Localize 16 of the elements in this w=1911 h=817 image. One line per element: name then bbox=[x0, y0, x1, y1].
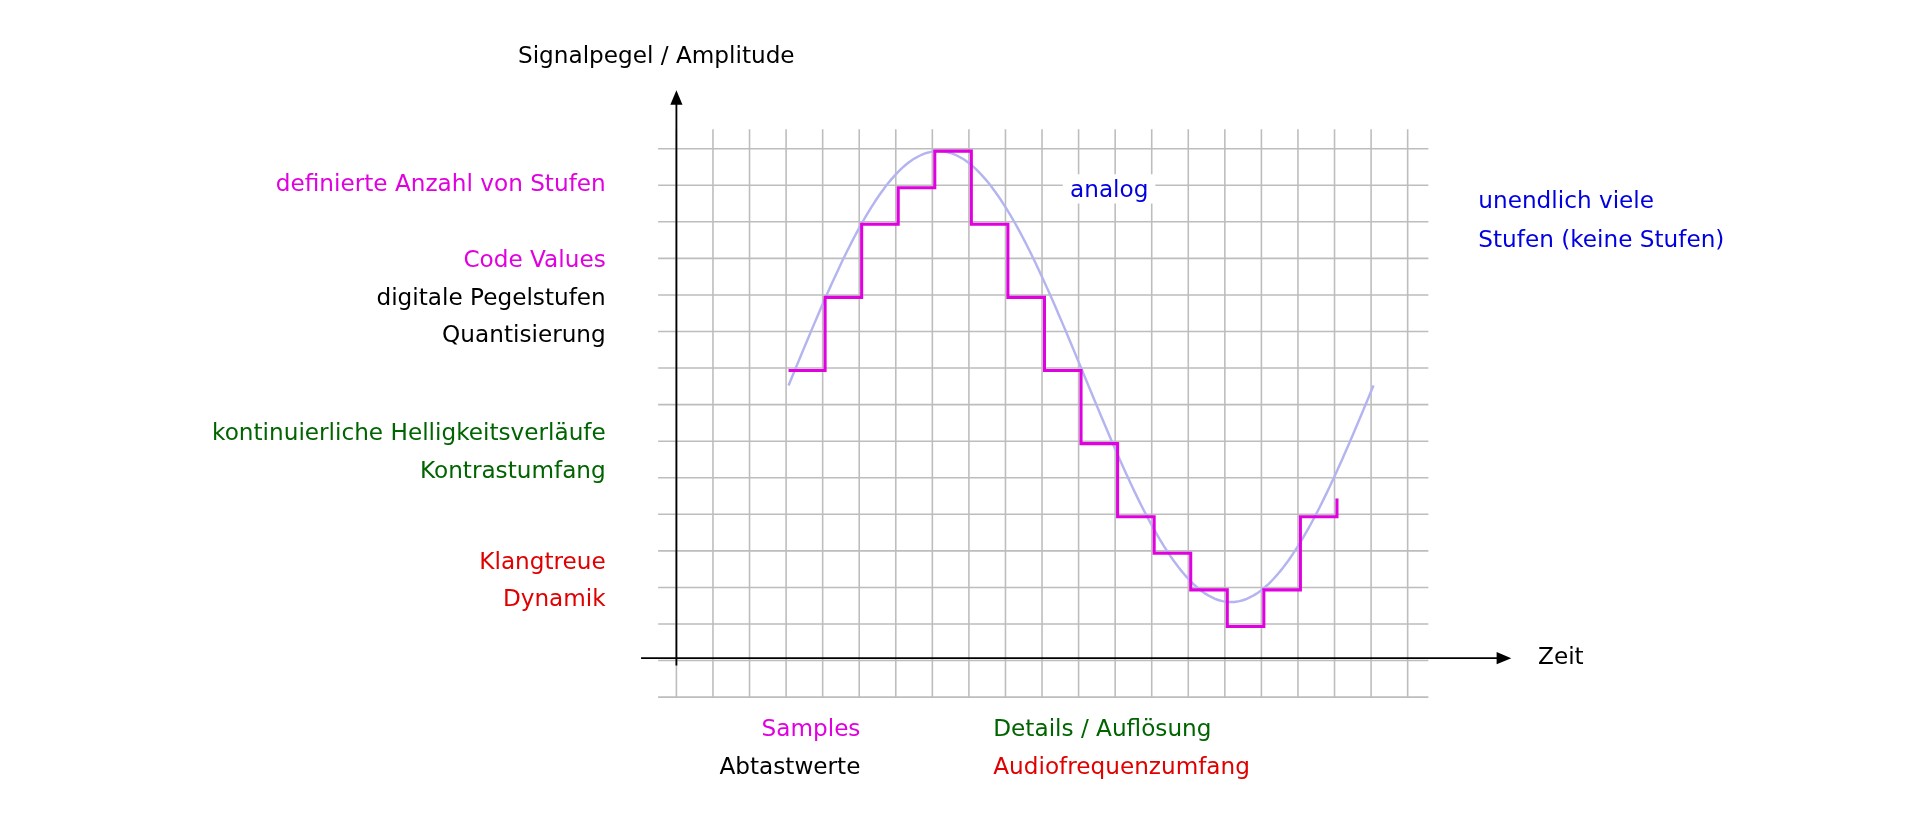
axis-label: Signalpegel / Amplitude bbox=[517, 40, 795, 70]
side-label: Dynamik bbox=[502, 582, 606, 612]
side-label: digitale Pegelstufen bbox=[376, 281, 606, 311]
side-label: Klangtreue bbox=[479, 546, 606, 576]
note-text: unendlich viele Stufen (keine Stufen) bbox=[1478, 185, 1726, 255]
axis-label: Zeit bbox=[1538, 641, 1584, 671]
side-label: kontinuierliche Helligkeitsverläufe bbox=[212, 417, 606, 447]
side-label: Code Values bbox=[463, 243, 606, 273]
bottom-label: Samples bbox=[761, 713, 861, 743]
side-label: Quantisierung bbox=[442, 319, 606, 349]
bottom-label: Details / Auflösung bbox=[993, 713, 1212, 743]
curve-label: analog bbox=[1062, 174, 1156, 204]
bottom-label: Abtastwerte bbox=[719, 750, 861, 780]
side-label: definierte Anzahl von Stufen bbox=[275, 168, 606, 198]
side-label: Kontrastumfang bbox=[419, 454, 606, 484]
bottom-label: Audiofrequenzumfang bbox=[993, 750, 1250, 780]
